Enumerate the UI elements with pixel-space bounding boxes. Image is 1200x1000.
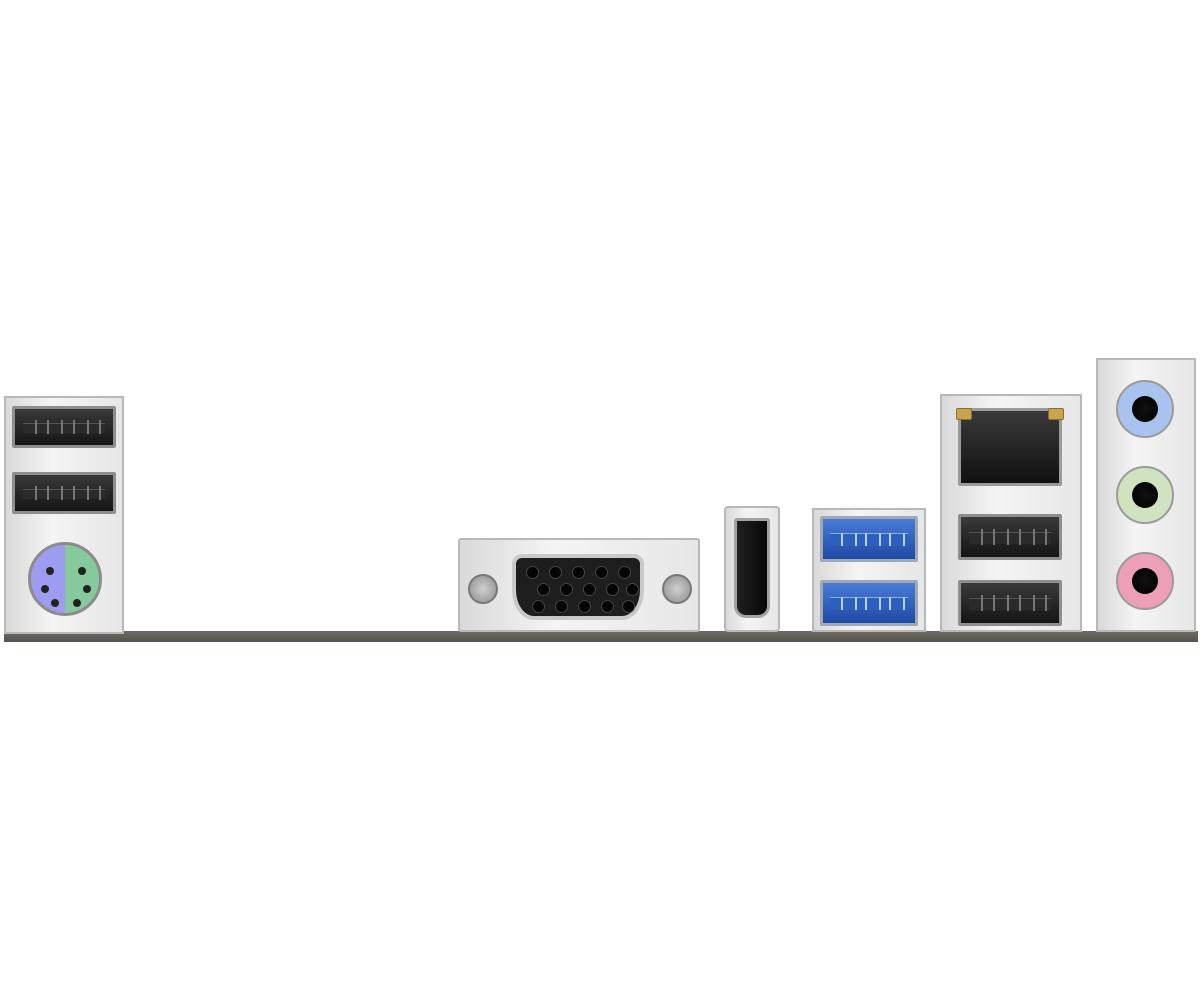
ps2-pin [83,585,91,593]
usb2-port-bottom-right[interactable] [958,580,1062,626]
ps2-pin [41,585,49,593]
usb-tongue [23,488,105,500]
vga-pin [532,600,545,613]
audio-stack [1096,358,1196,634]
rj45-led-right [1048,408,1064,420]
usb-pin [87,419,101,435]
usb-pin [61,485,75,501]
usb-tongue [830,533,908,546]
usb-pin [35,485,49,501]
usb-tongue [969,532,1051,544]
usb-pin [1007,529,1021,545]
usb-pin [889,596,905,611]
vga-pin [626,583,639,596]
vga-pin [555,600,568,613]
usb-tongue [830,597,908,610]
usb3-group [812,508,926,634]
usb3-port-top[interactable] [820,516,918,562]
usb-pin [865,532,881,547]
usb-pin [1033,595,1047,611]
vga-pin [578,600,591,613]
hdmi-port-icon[interactable] [734,518,770,618]
usb-pin [841,596,857,611]
lan-usb-stack [940,394,1082,634]
vga-group [458,538,700,634]
audio-jack-icon[interactable] [1116,552,1174,610]
usb2-port-bottom-left[interactable] [12,472,116,514]
vga-pin [601,600,614,613]
vga-pin [595,566,608,579]
usb-pin [981,529,995,545]
vga-pin [572,566,585,579]
usb-pin [1007,595,1021,611]
usb2-port-top-left[interactable] [12,406,116,448]
hdmi-group [724,506,780,634]
usb-tongue [23,422,105,434]
ps2-pin [78,567,86,575]
ps2-pin [73,599,81,607]
vga-pin [618,566,631,579]
rj45-led-left [956,408,972,420]
ps2-pin [51,599,59,607]
usb-pin [61,419,75,435]
vga-pin [583,583,596,596]
vga-pin [526,566,539,579]
usb2-port-top-right[interactable] [958,514,1062,560]
vga-pin [537,583,550,596]
vga-pin [606,583,619,596]
vga-screw-right [662,574,692,604]
usb3-port-bottom[interactable] [820,580,918,626]
ps2-pin [46,567,54,575]
audio-jack-icon[interactable] [1116,466,1174,524]
usb-pin [1033,529,1047,545]
usb-pin [35,419,49,435]
usb-pin [889,532,905,547]
vga-pin [549,566,562,579]
vga-screw-left [468,574,498,604]
usb-pin [841,532,857,547]
audio-jack-icon[interactable] [1116,380,1174,438]
vga-pin [622,600,635,613]
usb-pin [87,485,101,501]
vga-port-icon[interactable] [512,554,644,620]
ps2-port-icon[interactable] [28,542,102,616]
vga-pin [560,583,573,596]
usb-pin [981,595,995,611]
left-port-stack [4,396,124,636]
ethernet-port-icon[interactable] [958,408,1062,486]
usb-pin [865,596,881,611]
pcb-edge [4,631,1198,642]
usb-tongue [969,598,1051,610]
